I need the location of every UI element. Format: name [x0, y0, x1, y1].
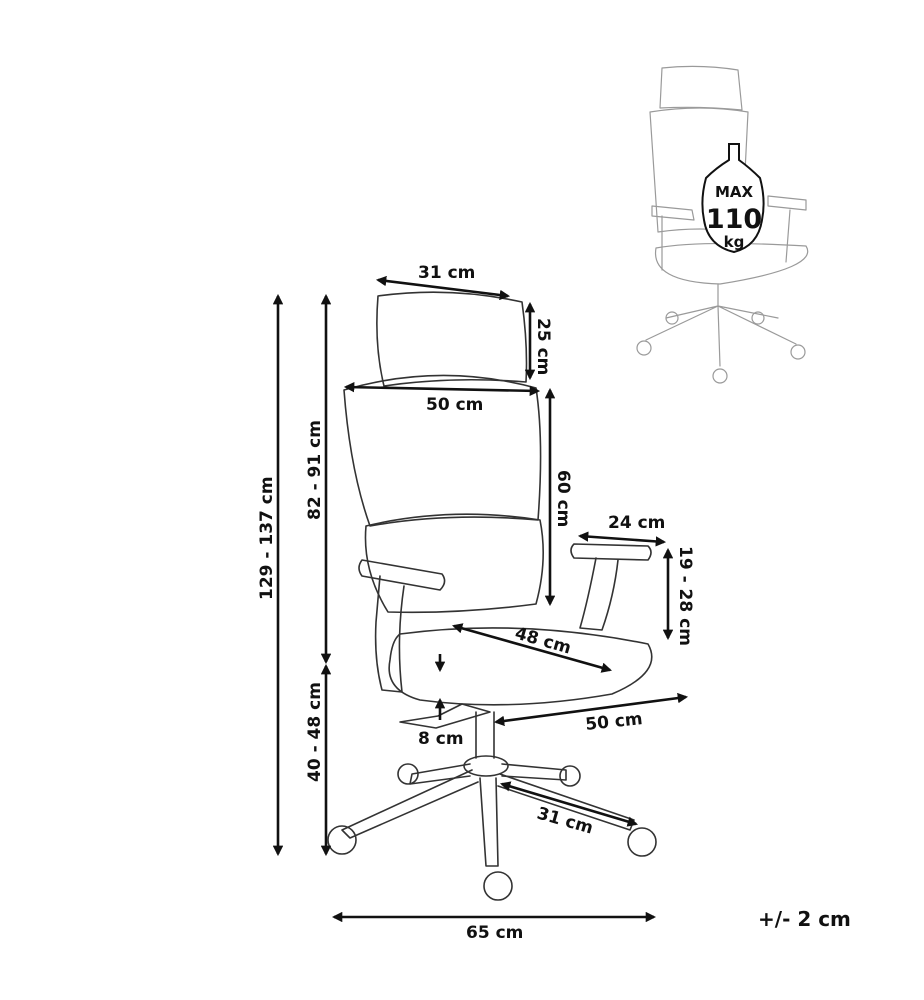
total-height-label: 129 - 137 cm: [257, 476, 277, 600]
headrest-width-arrow: [375, 275, 511, 301]
weight-line-1: MAX: [715, 183, 754, 201]
tolerance-label: +/- 2 cm: [758, 907, 851, 931]
base-width-label: 65 cm: [466, 923, 523, 943]
dimension-arrows: [272, 275, 689, 923]
weight-icon: [701, 143, 765, 254]
back-height-label: 82 - 91 cm: [305, 420, 325, 520]
dimension-labels: 31 cm 25 cm 50 cm 60 cm 24 cm 19 - 28 cm…: [257, 263, 851, 943]
backrest-width-arrow: [343, 381, 541, 397]
base-leg-arrow: [500, 781, 638, 827]
seat-width-arrow: [493, 692, 689, 727]
armrest-length-arrow: [577, 531, 667, 547]
seat-depth-label: 48 cm: [513, 624, 574, 659]
backrest-width-label: 50 cm: [426, 395, 483, 415]
seat-thickness-label: 8 cm: [418, 729, 464, 749]
max-weight-badge: MAX 110 kg: [701, 143, 765, 254]
backrest-height-label: 60 cm: [553, 470, 573, 527]
headrest-height-label: 25 cm: [533, 318, 553, 375]
headrest-width-label: 31 cm: [418, 263, 475, 283]
seat-height-label: 40 - 48 cm: [305, 682, 325, 782]
seat-depth-arrow: [451, 623, 613, 673]
armrest-height-label: 19 - 28 cm: [675, 546, 695, 646]
weight-line-3: kg: [724, 233, 745, 251]
weight-line-2: 110: [706, 204, 762, 235]
reference-chair-illustration: [636, 65, 809, 384]
main-chair-illustration: [327, 291, 657, 901]
armrest-length-label: 24 cm: [608, 513, 665, 533]
seat-width-label: 50 cm: [584, 709, 643, 735]
